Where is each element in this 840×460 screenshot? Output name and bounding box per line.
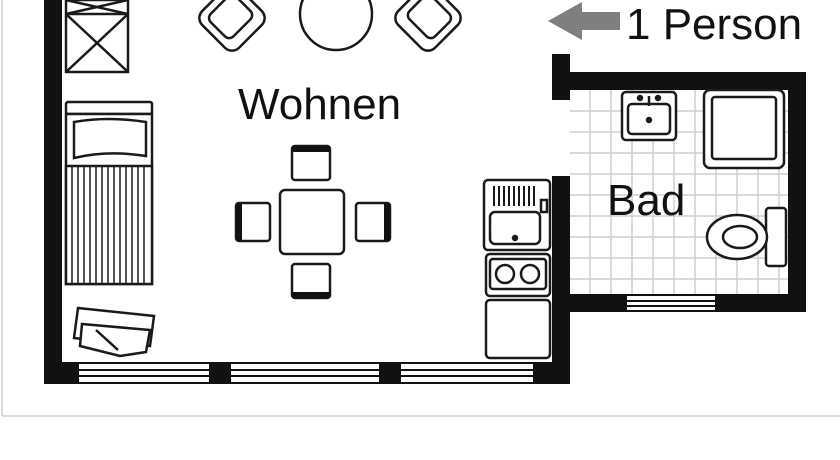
storage-box-icon bbox=[72, 306, 156, 358]
kitchen-cabinet-icon bbox=[484, 298, 552, 360]
kitchen-sink-icon bbox=[482, 178, 552, 252]
living-room-label: Wohnen bbox=[238, 80, 401, 129]
round-table-icon bbox=[298, 0, 374, 52]
washbasin-icon bbox=[620, 90, 678, 142]
page-border bbox=[1, 0, 840, 417]
cabinet-icon bbox=[64, 0, 130, 74]
window-icon bbox=[77, 294, 717, 384]
armchair-icon bbox=[198, 0, 462, 52]
shower-icon bbox=[702, 88, 786, 170]
chair-icon bbox=[234, 144, 392, 300]
drainboard-grooves bbox=[493, 186, 535, 206]
bed-blanket-stripes bbox=[71, 166, 145, 284]
stove-icon bbox=[484, 252, 552, 298]
arrow-left-icon bbox=[548, 2, 620, 40]
bathroom-label: Bad bbox=[607, 176, 685, 225]
chair-backs bbox=[236, 146, 390, 298]
bed-icon bbox=[64, 100, 154, 286]
toilet-icon bbox=[705, 206, 788, 268]
dining-table-icon bbox=[278, 188, 346, 256]
occupancy-label: 1 Person bbox=[626, 0, 802, 49]
walls bbox=[44, 0, 806, 384]
